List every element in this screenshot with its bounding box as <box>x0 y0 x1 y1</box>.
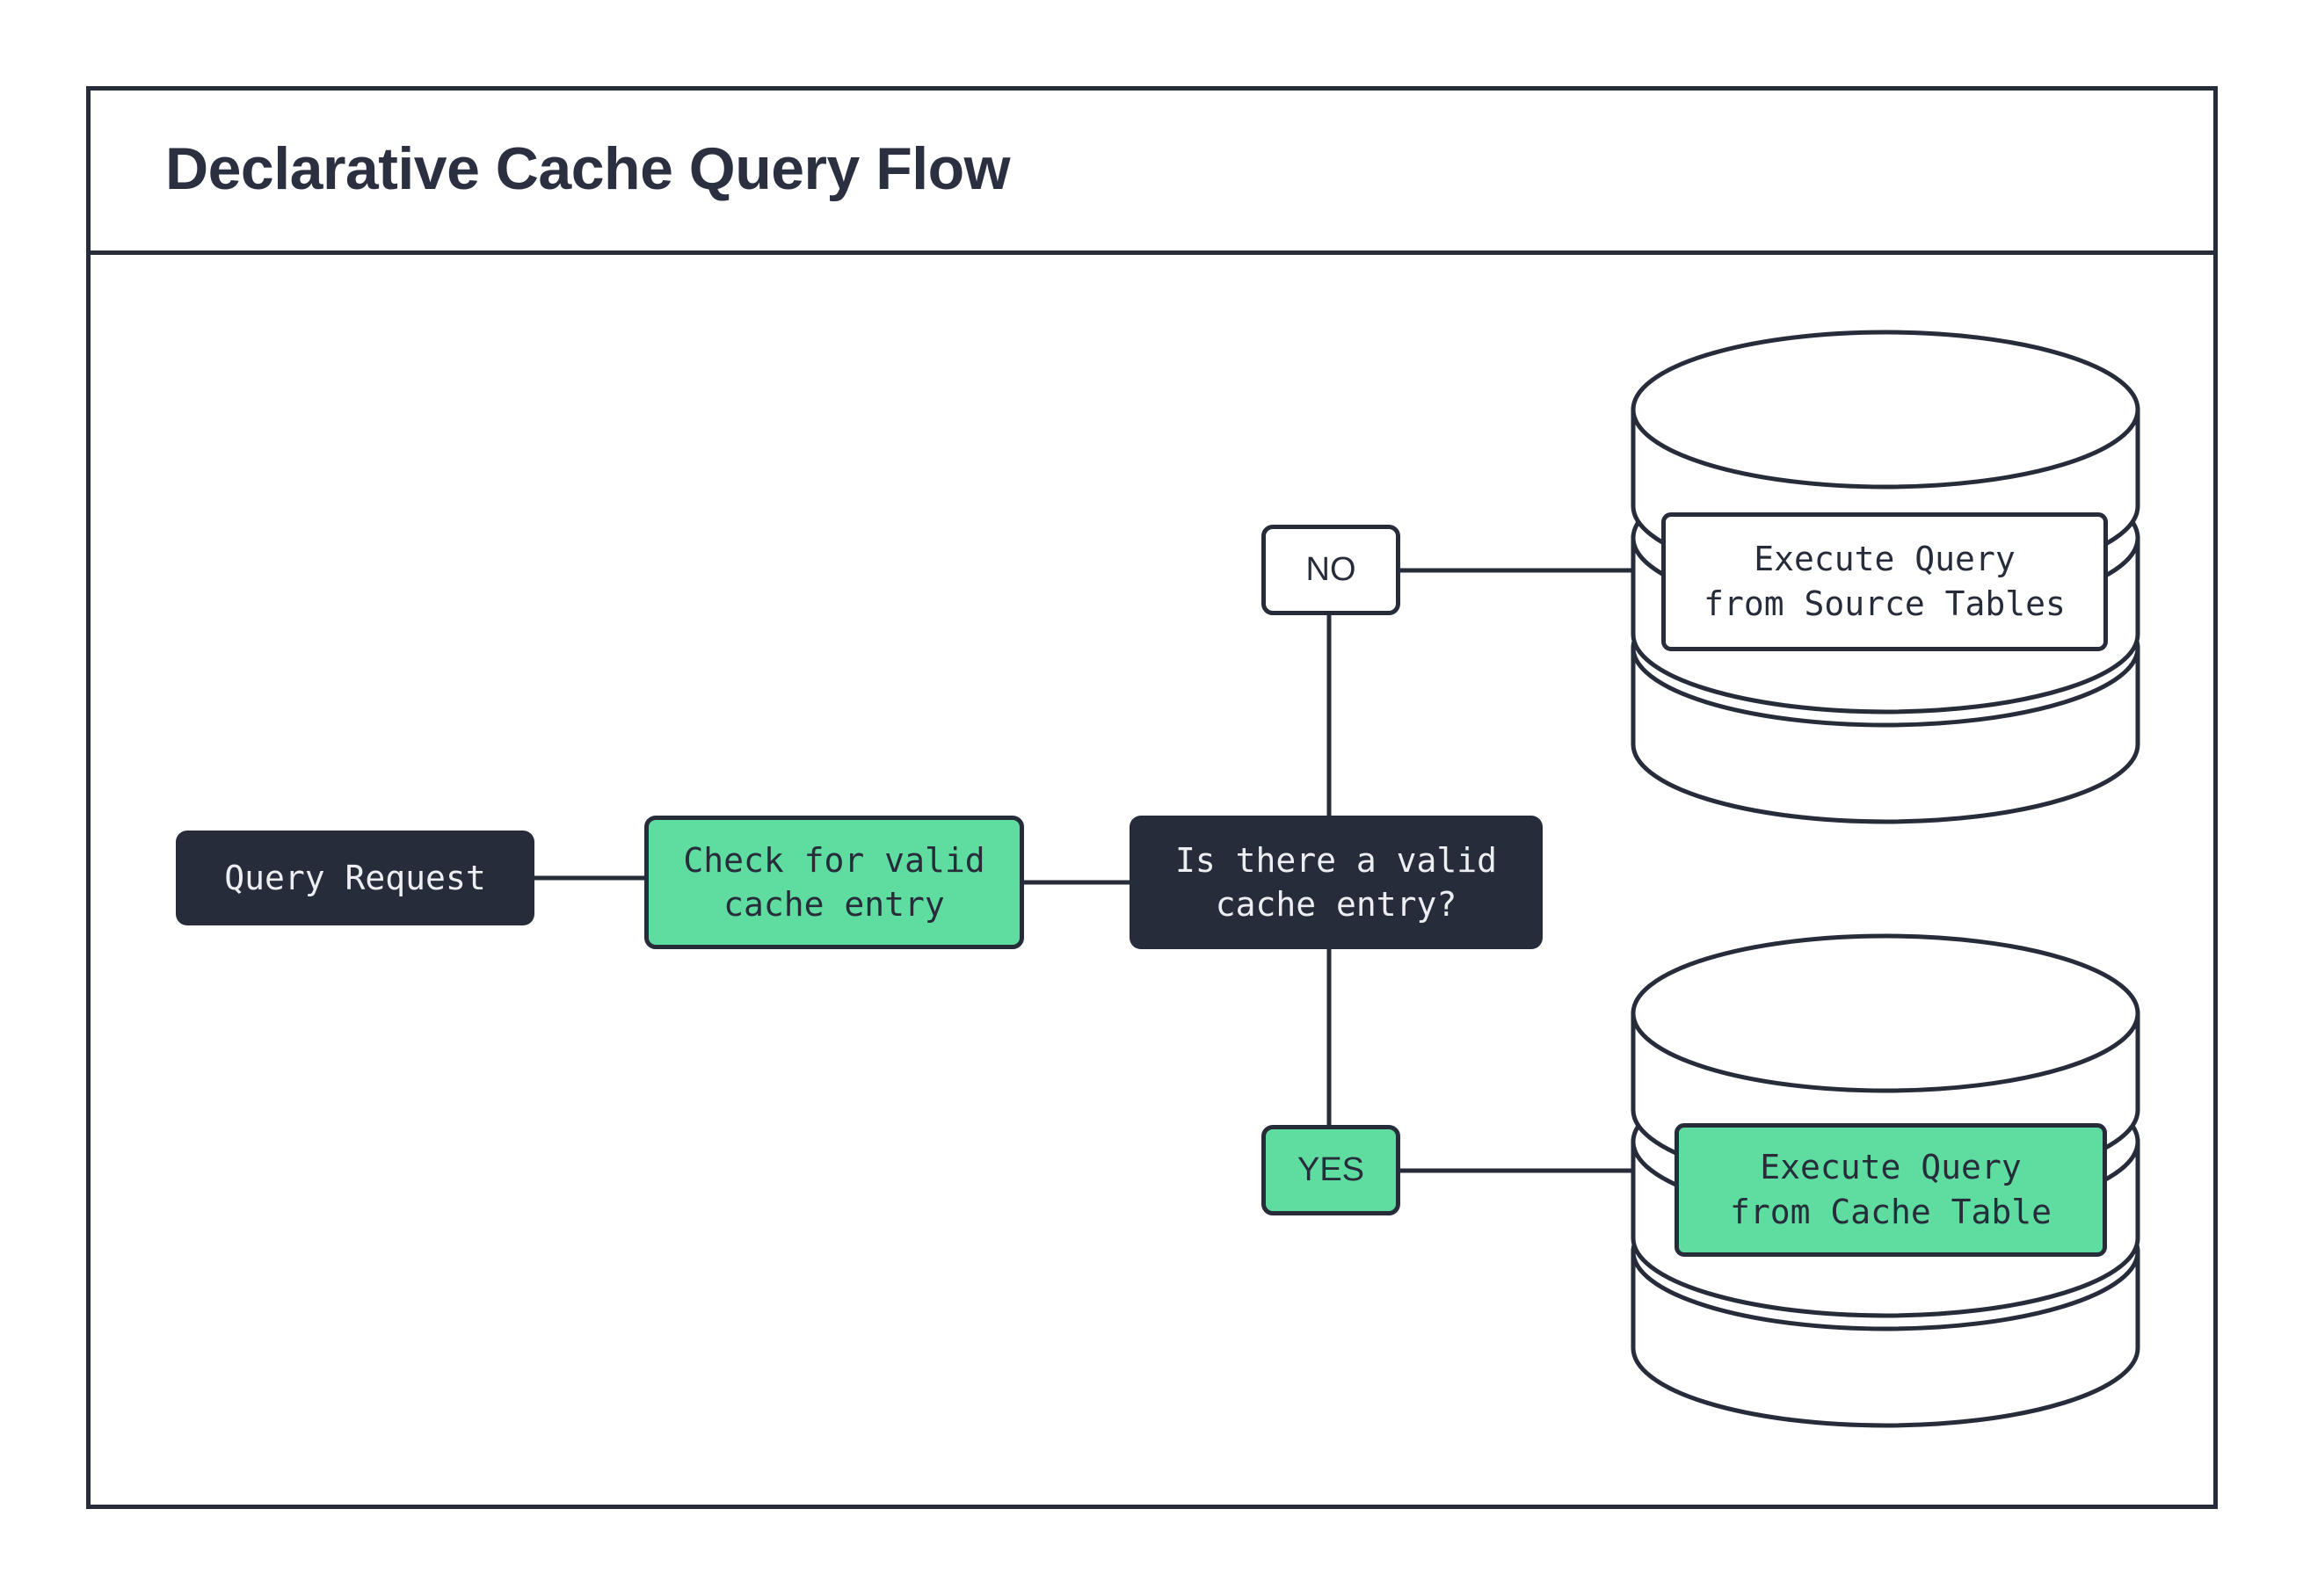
node-query-request[interactable]: Query Request <box>176 831 534 925</box>
diagram-header: Declarative Cache Query Flow <box>86 86 2218 255</box>
branch-label-no[interactable]: NO <box>1261 525 1400 615</box>
branch-label-yes[interactable]: YES <box>1261 1125 1400 1215</box>
node-execute-query-from-cache-table[interactable]: Execute Query from Cache Table <box>1675 1123 2107 1257</box>
node-decision-valid-cache-entry[interactable]: Is there a valid cache entry? <box>1130 816 1543 949</box>
node-check-for-valid-cache-entry[interactable]: Check for valid cache entry <box>644 816 1024 949</box>
diagram-frame <box>86 86 2218 1509</box>
page-title: Declarative Cache Query Flow <box>165 134 1011 202</box>
node-execute-query-from-source-tables[interactable]: Execute Query from Source Tables <box>1661 512 2108 651</box>
